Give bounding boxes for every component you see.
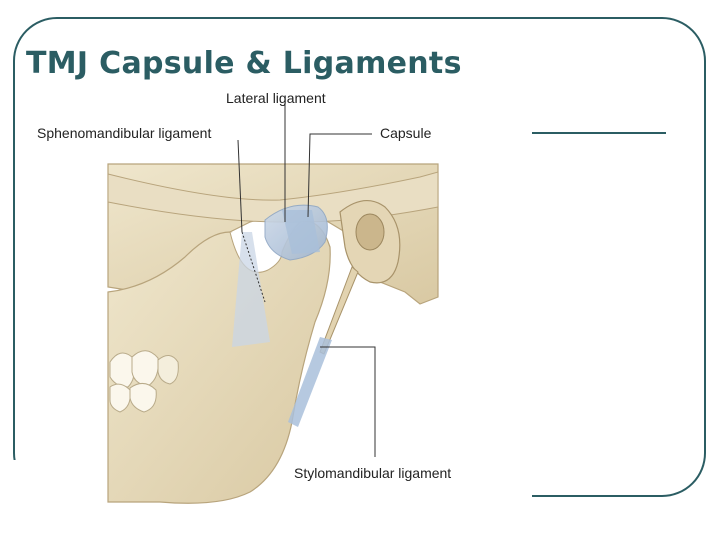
- lateral-ligament: [282, 210, 320, 254]
- ear-canal: [355, 213, 385, 251]
- sphenomandibular-ligament: [232, 232, 270, 347]
- tmj-illustration-svg: [107, 102, 439, 504]
- leader-lines: [237, 102, 376, 457]
- label-lateral-ligament: Lateral ligament: [226, 90, 326, 106]
- label-stylomandibular-ligament: Stylomandibular ligament: [294, 465, 452, 481]
- mandible: [107, 220, 331, 504]
- tmj-illustration: [20, 82, 525, 510]
- stylomandibular-ligament: [288, 337, 332, 427]
- accent-line: [532, 132, 666, 134]
- frame-gap: [440, 100, 530, 160]
- label-sphenomandibular-ligament: Sphenomandibular ligament: [37, 125, 212, 141]
- teeth: [109, 350, 179, 413]
- slide-title: TMJ Capsule & Ligaments: [26, 46, 462, 81]
- label-capsule: Capsule: [380, 125, 432, 141]
